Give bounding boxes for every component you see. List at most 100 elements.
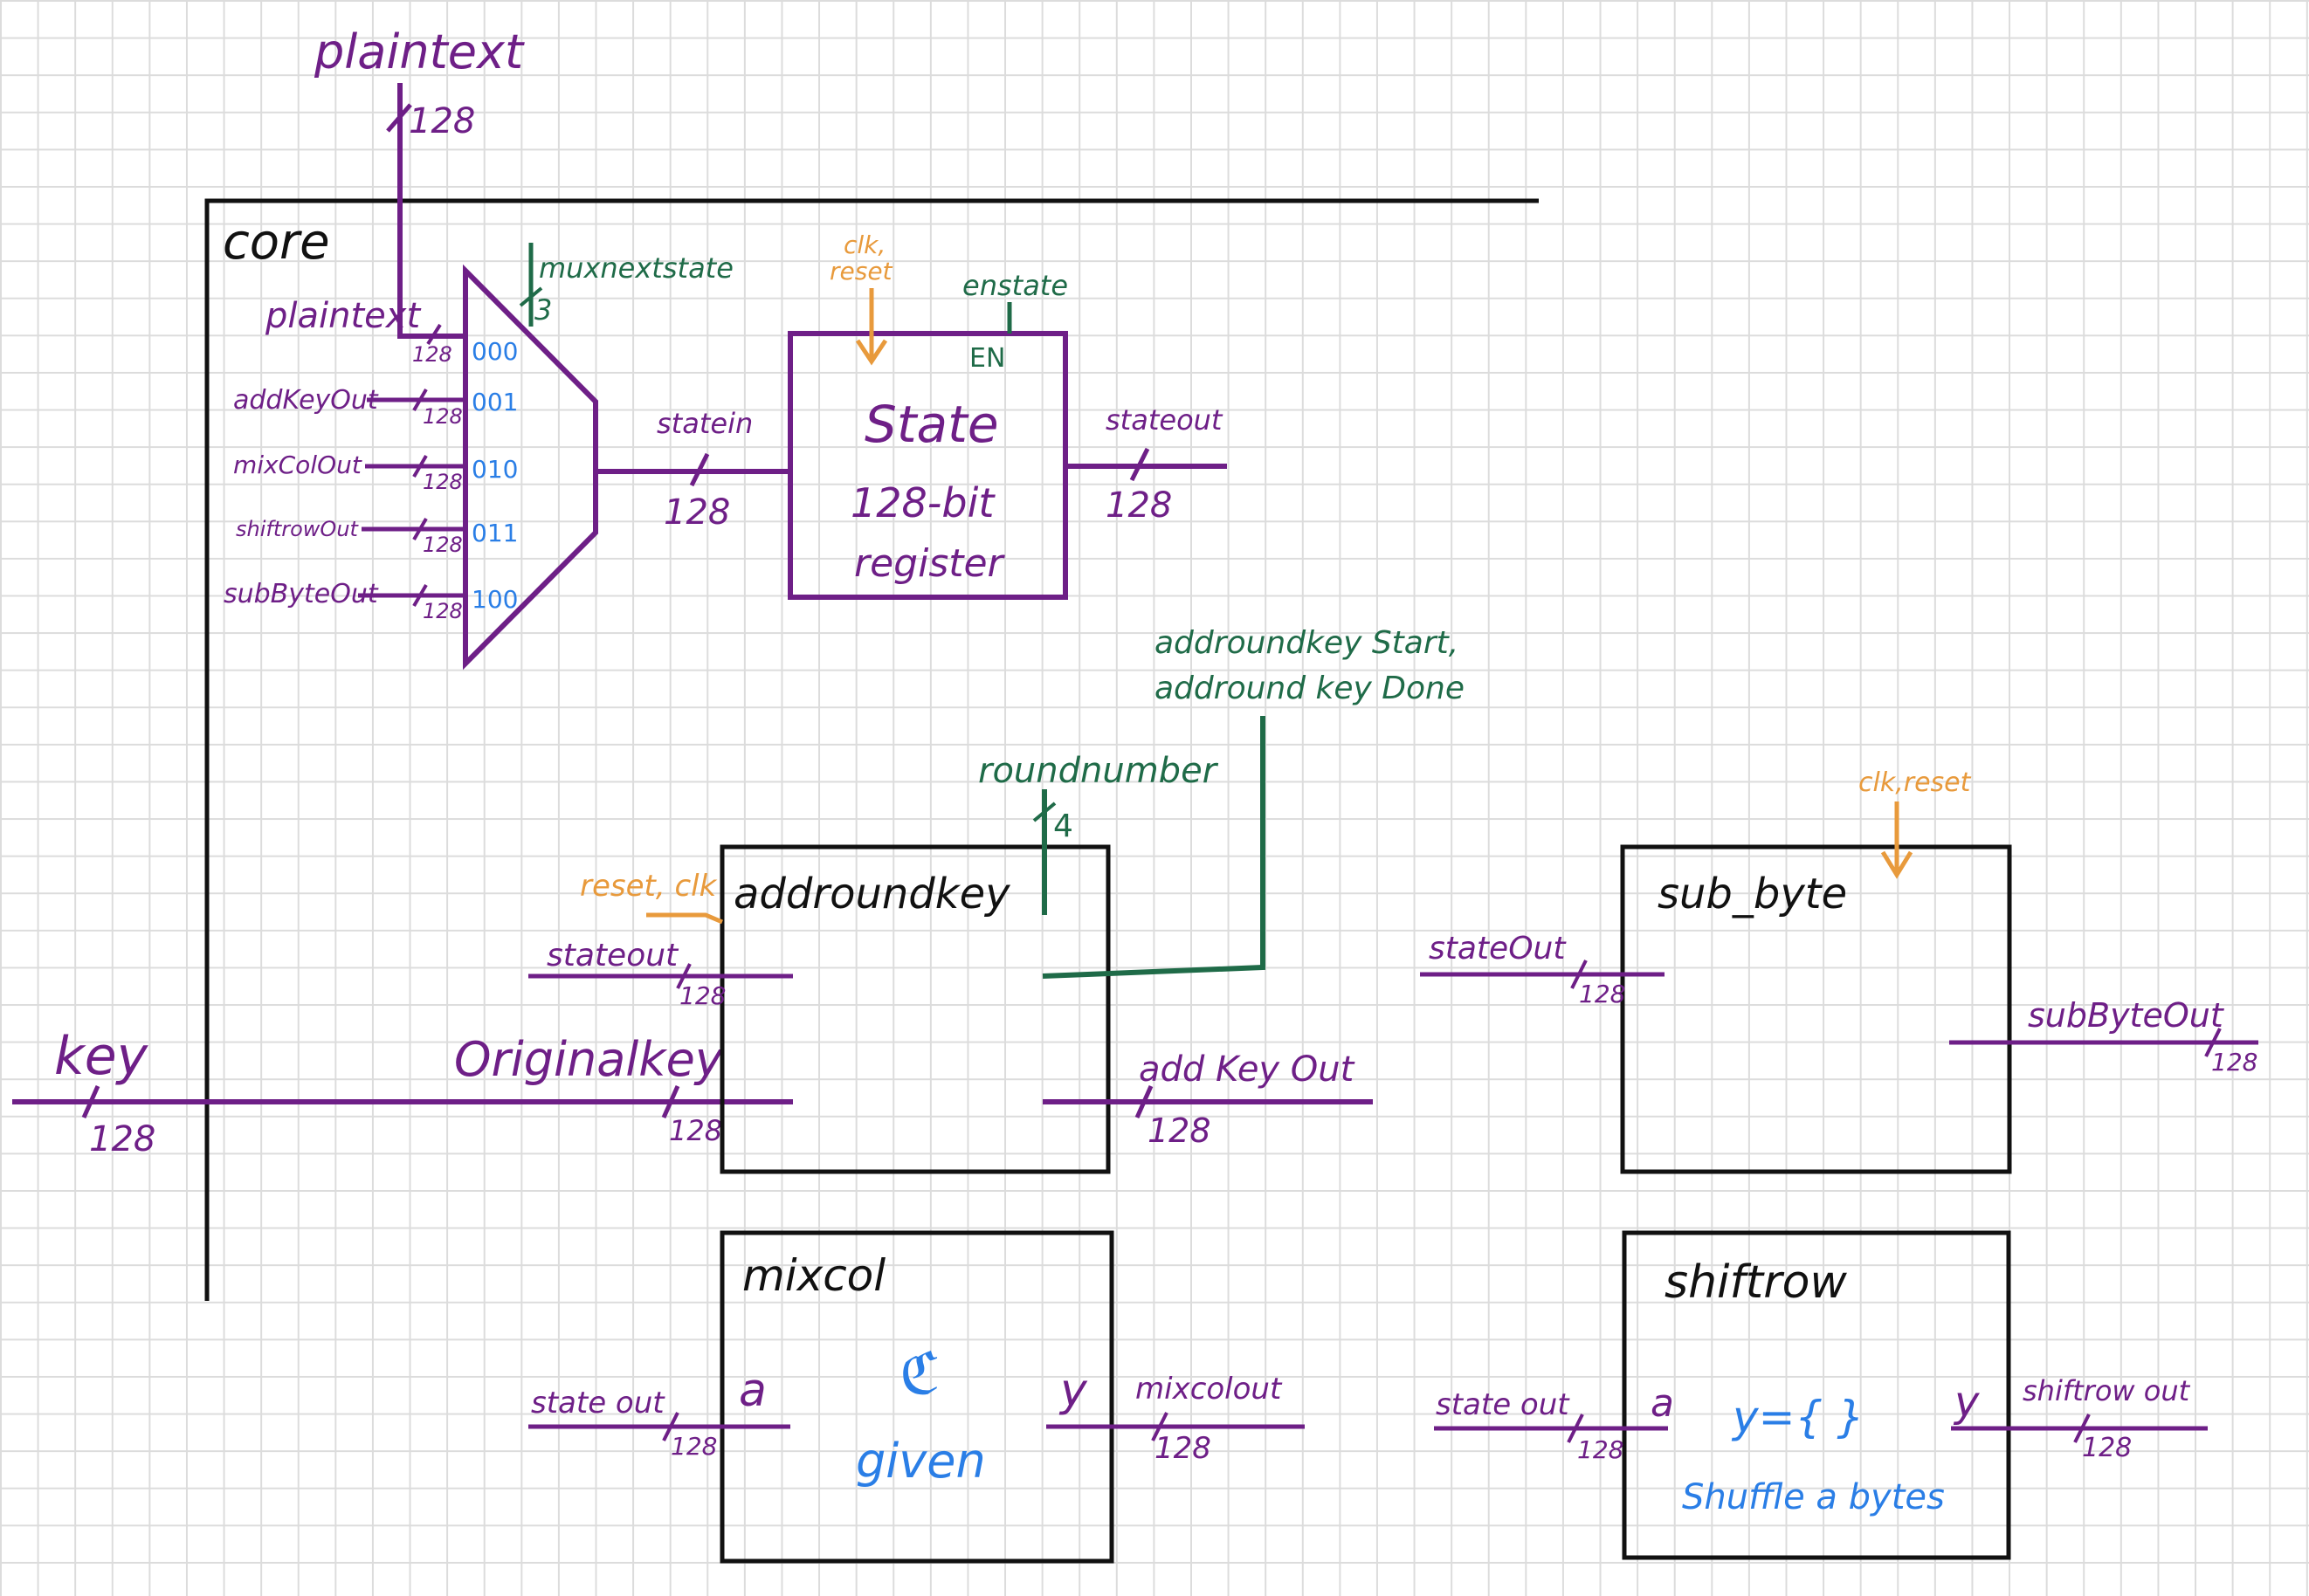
- originalkey-width-tick: [661, 1084, 680, 1119]
- addroundkey-clock-wire: [646, 912, 723, 925]
- mixcol-title: mixcol: [742, 1250, 886, 1301]
- addroundkey-box: [720, 844, 1111, 1174]
- mixcol-in-width: 128: [671, 1432, 717, 1461]
- mux-input-code: 010: [472, 455, 518, 484]
- addroundkey-ctrl-line1: addroundkey Start,: [1154, 625, 1458, 661]
- state-register-title: State: [865, 395, 999, 454]
- state-clock-triangle: [855, 339, 888, 366]
- addroundkey-ctrl-wire: [1042, 716, 1265, 979]
- addroundkey-title: addroundkey: [734, 870, 1010, 918]
- state-register-line2: 128-bit: [851, 479, 996, 526]
- mixcol-port-a: a: [739, 1365, 767, 1417]
- mux-input-plaintext: plaintext 128 000: [265, 296, 518, 367]
- roundnumber-width-tick: [1032, 801, 1057, 822]
- mux-select-width-tick: [519, 286, 543, 307]
- key-input-width: 128: [89, 1119, 155, 1159]
- mux-input-label: addKeyOut: [233, 385, 379, 416]
- mux-select-label: muxnextstate: [539, 251, 734, 285]
- mux-input-addkeyout: addKeyOut 128 001: [233, 385, 518, 429]
- roundnumber-label: roundnumber: [978, 751, 1219, 791]
- mux-input-label: mixColOut: [233, 451, 362, 479]
- shiftrow-note1: y={ }: [1731, 1392, 1864, 1442]
- plaintext-input-wire: [397, 83, 465, 339]
- state-register-line3: register: [854, 541, 1006, 586]
- mux-select-width: 3: [534, 293, 552, 327]
- addkeyout-label: add Key Out: [1139, 1049, 1355, 1090]
- state-register-clock: clk,: [844, 230, 886, 259]
- stateout-width: 128: [1106, 485, 1172, 526]
- sub-byte-box: [1620, 844, 2012, 1174]
- addroundkey-in-state-width: 128: [679, 981, 726, 1010]
- mixcol-box: [720, 1230, 1114, 1564]
- shiftrow-port-y: y: [1953, 1378, 1980, 1427]
- mux-input-width: 128: [423, 599, 463, 623]
- sub-byte-in-width: 128: [1579, 980, 1625, 1008]
- key-input-label: key: [54, 1026, 149, 1087]
- mux-input-width: 128: [423, 533, 463, 557]
- shiftrow-out-width-tick: [2073, 1414, 2091, 1443]
- mux-input-code: 000: [472, 337, 518, 366]
- mux-input-width: 128: [423, 404, 463, 429]
- sub-byte-out-width-tick: [2204, 1028, 2222, 1057]
- mux-input-code: 001: [472, 388, 518, 416]
- mixcol-out-label: mixcolout: [1135, 1372, 1283, 1407]
- mux-input-mixcolout: mixColOut 128 010: [233, 451, 518, 494]
- mux-input-code: 011: [472, 519, 518, 547]
- mux-input-width: 128: [423, 470, 463, 494]
- mixcol-out-width: 128: [1154, 1431, 1211, 1466]
- mux-input-width: 128: [412, 342, 452, 367]
- state-en-pin: EN: [969, 343, 1005, 374]
- mixcol-note: given: [856, 1434, 986, 1489]
- addkeyout-width-tick: [1134, 1084, 1154, 1119]
- mixcol-in-label: state out: [531, 1386, 665, 1421]
- key-input-width-tick: [81, 1084, 100, 1119]
- mux-input-code: 100: [472, 585, 518, 614]
- addkeyout-width: 128: [1148, 1111, 1211, 1150]
- mux-input-subbyteout: subByteOut 128 100: [224, 579, 518, 623]
- shiftrow-in-label: state out: [1436, 1387, 1570, 1422]
- mux-input-label: shiftrowOut: [236, 517, 360, 541]
- core-boundary: [204, 198, 1539, 1301]
- shiftrow-in-width: 128: [1577, 1435, 1623, 1464]
- addroundkey-ctrl-line2: addround key Done: [1154, 671, 1465, 706]
- shiftrow-note2: Shuffle a bytes: [1682, 1477, 1945, 1517]
- sub-byte-clock-triangle: [1880, 850, 1913, 879]
- mixcol-port-y: y: [1058, 1365, 1088, 1417]
- shiftrow-in-width-tick: [1567, 1414, 1584, 1443]
- originalkey-label: Originalkey: [454, 1032, 724, 1087]
- statein-width: 128: [664, 492, 730, 533]
- mux-body: [463, 264, 598, 671]
- roundnumber-width: 4: [1053, 808, 1073, 844]
- core-label: core: [223, 214, 330, 271]
- mixcol-in-width-tick: [662, 1412, 679, 1441]
- plaintext-input-width: 128: [409, 101, 475, 141]
- addroundkey-clock: reset, clk: [580, 869, 718, 904]
- shiftrow-port-a: a: [1651, 1381, 1674, 1426]
- shiftrow-out-width: 128: [2082, 1433, 2132, 1463]
- state-register-reset: reset: [830, 257, 893, 285]
- mux-input-width-tick: [412, 454, 428, 478]
- state-enable-label: enstate: [962, 269, 1068, 302]
- mux-input-width-tick: [412, 517, 428, 541]
- mux-input-label: subByteOut: [224, 579, 379, 609]
- mux-input-width-tick: [426, 323, 442, 346]
- mux-input-width-tick: [412, 583, 428, 608]
- sub-byte-title: sub_byte: [1658, 870, 1847, 918]
- sub-byte-in-label: stateOut: [1429, 931, 1567, 967]
- statein-width-tick: [689, 452, 710, 487]
- stateout-width-tick: [1129, 447, 1150, 482]
- originalkey-width: 128: [669, 1114, 722, 1147]
- sub-byte-out-label: subByteOut: [2028, 996, 2225, 1035]
- addroundkey-in-state-width-tick: [676, 963, 692, 989]
- sub-byte-clock: clk,reset: [1858, 767, 1972, 798]
- shiftrow-box: [1622, 1230, 2011, 1560]
- mixcol-out-width-tick: [1151, 1412, 1168, 1441]
- sub-byte-in-width-tick: [1570, 960, 1588, 989]
- plaintext-input-label: plaintext: [314, 24, 525, 79]
- mux-input-width-tick: [412, 388, 428, 412]
- statein-label: statein: [657, 407, 753, 440]
- mux-input-shiftrowout: shiftrowOut 128 011: [236, 517, 518, 557]
- shiftrow-title: shiftrow: [1665, 1256, 1847, 1309]
- sub-byte-out-width: 128: [2211, 1048, 2257, 1077]
